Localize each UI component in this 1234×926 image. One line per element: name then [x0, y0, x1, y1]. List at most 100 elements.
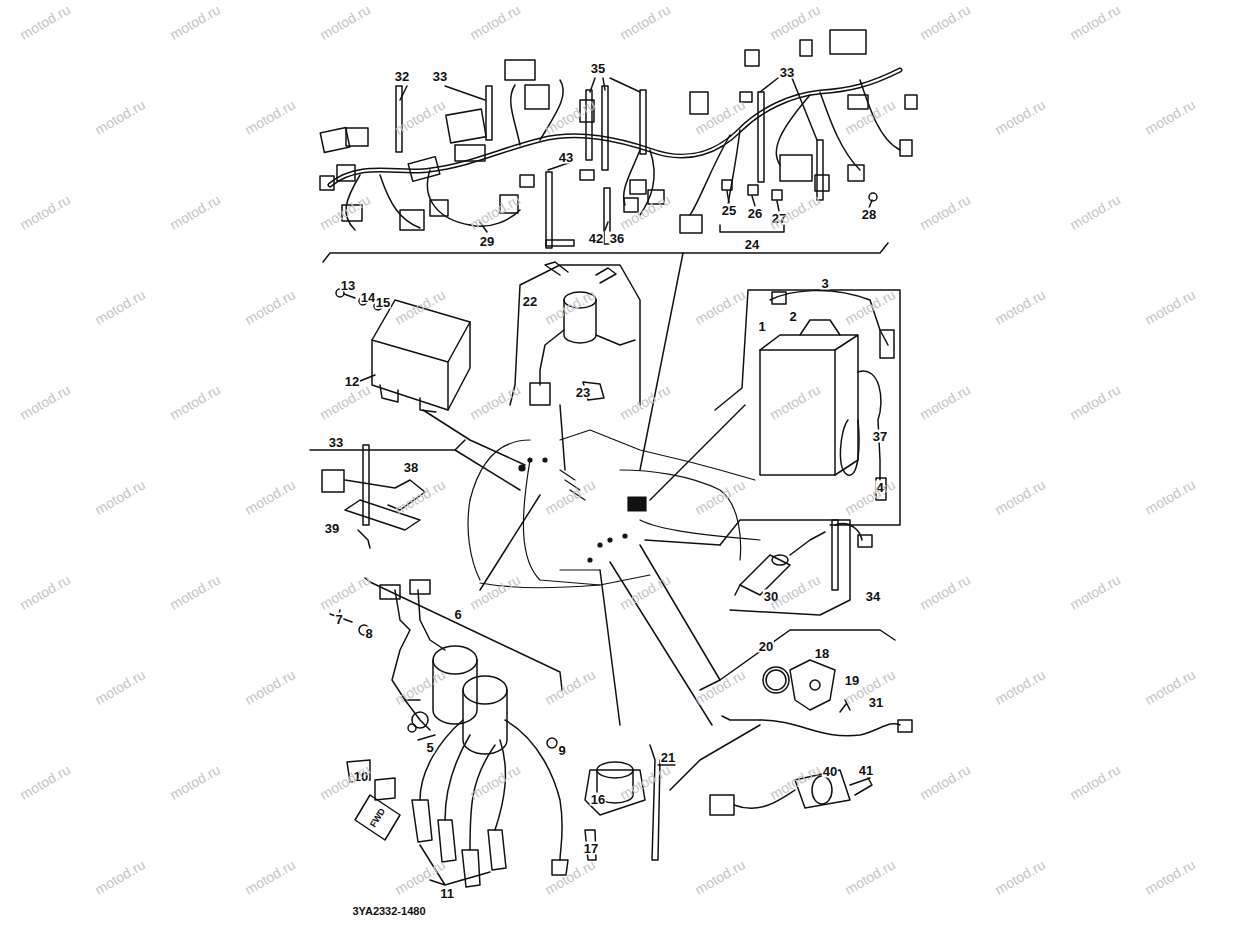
callout-number: 16 — [590, 793, 606, 806]
watermark: motod.ru — [693, 97, 748, 137]
watermark: motod.ru — [468, 192, 523, 232]
callout-number: 14 — [360, 291, 376, 304]
watermark: motod.ru — [468, 762, 523, 802]
callout-number: 34 — [865, 590, 881, 603]
watermark: motod.ru — [93, 477, 148, 517]
callout-number: 23 — [575, 386, 591, 399]
watermark: motod.ru — [618, 762, 673, 802]
watermark: motod.ru — [693, 857, 748, 897]
callout-number: 25 — [721, 204, 737, 217]
watermark: motod.ru — [243, 857, 298, 897]
watermark: motod.ru — [1068, 572, 1123, 612]
watermark: motod.ru — [168, 762, 223, 802]
watermark: motod.ru — [18, 572, 73, 612]
callout-number: 2 — [788, 310, 797, 323]
watermark: motod.ru — [18, 192, 73, 232]
watermark: motod.ru — [993, 287, 1048, 327]
callout-number: 7 — [334, 613, 343, 626]
watermark: motod.ru — [393, 97, 448, 137]
callout-number: 33 — [328, 436, 344, 449]
callout-number: 43 — [558, 151, 574, 164]
callout-number: 17 — [583, 842, 599, 855]
callout-number: 36 — [609, 232, 625, 245]
watermark: motod.ru — [543, 97, 598, 137]
watermark: motod.ru — [1143, 857, 1198, 897]
watermark: motod.ru — [618, 382, 673, 422]
watermark: motod.ru — [918, 382, 973, 422]
callout-number: 8 — [364, 627, 373, 640]
watermark: motod.ru — [18, 382, 73, 422]
watermark: motod.ru — [168, 192, 223, 232]
callout-number: 6 — [453, 608, 462, 621]
diagram-code: 3YA2332-1480 — [352, 906, 427, 917]
callout-number: 5 — [425, 741, 434, 754]
callout-number: 41 — [858, 764, 874, 777]
watermark: motod.ru — [768, 762, 823, 802]
watermark: motod.ru — [468, 572, 523, 612]
watermark: motod.ru — [993, 667, 1048, 707]
watermark: motod.ru — [618, 192, 673, 232]
callout-number: 31 — [868, 696, 884, 709]
watermark: motod.ru — [1143, 97, 1198, 137]
watermark: motod.ru — [318, 192, 373, 232]
watermark: motod.ru — [393, 477, 448, 517]
watermark: motod.ru — [843, 857, 898, 897]
watermark: motod.ru — [318, 382, 373, 422]
watermark: motod.ru — [1068, 382, 1123, 422]
watermark: motod.ru — [393, 287, 448, 327]
watermark: motod.ru — [18, 762, 73, 802]
starter-relay-group — [510, 262, 640, 405]
fwd-arrow — [355, 795, 400, 840]
watermark: motod.ru — [393, 667, 448, 707]
callout-number: 20 — [758, 640, 774, 653]
callout-number: 18 — [814, 647, 830, 660]
watermark: motod.ru — [243, 97, 298, 137]
watermark: motod.ru — [93, 667, 148, 707]
callout-number: 11 — [439, 887, 455, 900]
watermark: motod.ru — [918, 572, 973, 612]
callout-number: 28 — [861, 208, 877, 221]
watermark: motod.ru — [1143, 667, 1198, 707]
watermark: motod.ru — [168, 382, 223, 422]
callout-number: 29 — [479, 235, 495, 248]
callout-number: 1 — [757, 320, 766, 333]
sensor — [722, 660, 912, 736]
watermark: motod.ru — [243, 287, 298, 327]
watermark: motod.ru — [468, 382, 523, 422]
watermark: motod.ru — [618, 2, 673, 42]
bracket-sensor — [310, 440, 465, 548]
watermark: motod.ru — [768, 382, 823, 422]
watermark: motod.ru — [993, 97, 1048, 137]
watermark: motod.ru — [1143, 477, 1198, 517]
ignition-coil — [330, 580, 568, 887]
watermark: motod.ru — [543, 667, 598, 707]
watermark: motod.ru — [1068, 192, 1123, 232]
callout-number: 15 — [375, 296, 391, 309]
callout-number: 33 — [432, 70, 448, 83]
callout-number: 42 — [588, 232, 604, 245]
watermark: motod.ru — [1143, 287, 1198, 327]
watermark: motod.ru — [93, 97, 148, 137]
callout-number: 37 — [872, 430, 888, 443]
callout-number: 33 — [779, 66, 795, 79]
watermark: motod.ru — [318, 572, 373, 612]
watermark: motod.ru — [18, 2, 73, 42]
watermark: motod.ru — [543, 857, 598, 897]
watermark: motod.ru — [168, 572, 223, 612]
watermark: motod.ru — [693, 287, 748, 327]
watermark: motod.ru — [318, 2, 373, 42]
callout-number: 9 — [557, 744, 566, 757]
wire-harness — [320, 30, 917, 248]
watermark: motod.ru — [93, 857, 148, 897]
callout-number: 3 — [820, 277, 829, 290]
callout-number: 40 — [822, 765, 838, 778]
watermark: motod.ru — [993, 857, 1048, 897]
watermark: motod.ru — [918, 2, 973, 42]
watermark: motod.ru — [1068, 2, 1123, 42]
watermark: motod.ru — [243, 667, 298, 707]
callout-number: 22 — [522, 295, 538, 308]
watermark: motod.ru — [843, 97, 898, 137]
callout-number: 13 — [340, 279, 356, 292]
watermark: motod.ru — [543, 477, 598, 517]
